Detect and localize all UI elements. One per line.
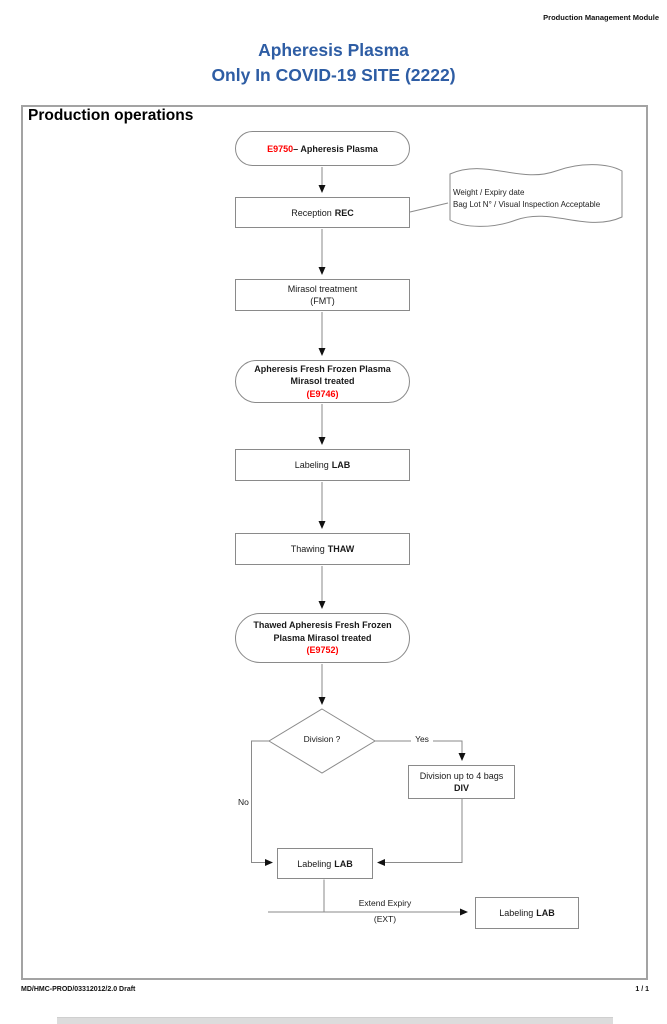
thawed-line2: Plasma Mirasol treated: [273, 632, 372, 643]
mirasol-node: Mirasol treatment (FMT): [235, 279, 410, 311]
reception-node: Reception REC: [235, 197, 410, 228]
thawed-code: (E9752): [306, 645, 339, 656]
labeling-node-2: Labeling LAB: [277, 848, 373, 879]
division-div-node: Division up to 4 bags DIV: [408, 765, 515, 799]
page-indicator: 1 / 1: [635, 986, 649, 993]
no-label: No: [238, 797, 249, 807]
module-label: Production Management Module: [543, 13, 659, 22]
annotation-note-line2: Bag Lot N° / Visual Inspection Acceptabl…: [453, 200, 601, 209]
thawing-label: Thawing: [290, 544, 325, 554]
yes-label: Yes: [411, 734, 433, 744]
bottom-bar: [57, 1017, 613, 1024]
labeling2-code: LAB: [334, 858, 353, 869]
ffp-line2: Mirasol treated: [290, 376, 355, 387]
labeling1-label: Labeling: [294, 460, 329, 470]
start-node: E9750– Apheresis Plasma: [235, 131, 410, 166]
mirasol-line2: (FMT): [310, 296, 335, 306]
labeling3-label: Labeling: [499, 908, 534, 918]
thawed-line1: Thawed Apheresis Fresh Frozen: [253, 620, 392, 631]
decision-label: Division ?: [303, 734, 341, 744]
start-node-label: – Apheresis Plasma: [293, 143, 378, 154]
division-line1: Division up to 4 bags: [419, 771, 504, 781]
labeling-node-3: Labeling LAB: [475, 897, 579, 929]
division-code: DIV: [453, 783, 469, 793]
extend-expiry-label: Extend Expiry: [358, 898, 412, 908]
ffp-line1: Apheresis Fresh Frozen Plasma: [254, 363, 391, 374]
ffp-code: (E9746): [306, 388, 339, 399]
thawing-code: THAW: [327, 544, 355, 554]
labeling-node-1: Labeling LAB: [235, 449, 410, 481]
annotation-note-line1: Weight / Expiry date: [453, 188, 525, 197]
annotation-note: Weight / Expiry date Bag Lot N° / Visual…: [453, 187, 623, 211]
mirasol-line1: Mirasol treatment: [287, 284, 358, 294]
reception-label: Reception: [291, 207, 332, 218]
reception-code: REC: [334, 207, 354, 218]
thawed-ffp-node: Thawed Apheresis Fresh Frozen Plasma Mir…: [235, 613, 410, 663]
labeling3-code: LAB: [536, 908, 555, 918]
document-reference: MD/HMC-PROD/03312012/2.0 Draft: [21, 986, 136, 993]
start-node-code: E9750: [267, 143, 294, 154]
page-title-line2: Only In COVID-19 SITE (2222): [211, 65, 456, 85]
thawing-node: Thawing THAW: [235, 533, 410, 565]
frame-title: Production operations: [28, 107, 194, 124]
page-title: Apheresis Plasma Only In COVID-19 SITE (…: [0, 38, 667, 88]
ffp-mirasol-node: Apheresis Fresh Frozen Plasma Mirasol tr…: [235, 360, 410, 403]
extend-expiry-code: (EXT): [373, 914, 397, 924]
page-title-line1: Apheresis Plasma: [258, 40, 409, 60]
labeling2-label: Labeling: [297, 858, 332, 869]
labeling1-code: LAB: [331, 460, 351, 470]
